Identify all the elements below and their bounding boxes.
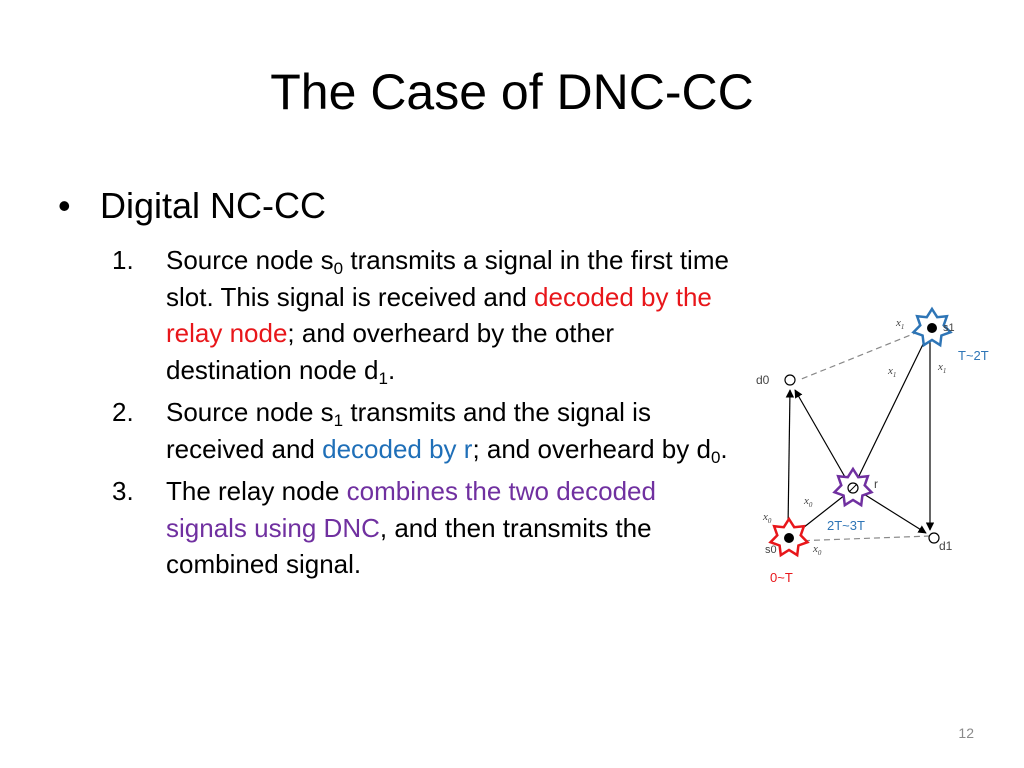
text-run: The relay node [166,476,347,506]
step-text: The relay node combines the two decoded … [166,473,737,583]
dashed-link-s0-d1 [793,535,931,542]
edge-label-x1-mid: x1 [887,365,896,379]
edge-label-x1-top: x1 [895,317,904,331]
label-d0: d0 [756,373,770,387]
label-d1: d1 [939,539,953,553]
step-item: 3. The relay node combines the two decode… [112,473,737,583]
time-label-s0: 0~T [770,570,793,585]
bullet-text: Digital NC-CC [100,185,327,226]
subscript: 0 [710,447,721,467]
bullet-dot: • [58,185,71,226]
text-run: ; and overheard by d [472,433,711,464]
text-run: , and then transmits the combined signal… [166,512,652,580]
text-run: Source node s [166,397,334,427]
text-run: decoded by r [322,433,473,464]
relay-symbol [848,483,858,493]
subscript: 0 [333,259,344,278]
time-label-s1: T~2T [958,348,989,363]
link-s0-d0 [785,389,795,529]
node-d0 [784,374,796,386]
step-number: 3. [112,476,134,506]
link-s1-r [856,333,929,481]
step-text: Source node s0 transmits a signal in the… [166,242,737,388]
text-run: ; and overheard by the other destination… [166,318,615,385]
text-run: transmits a signal in the first time slo… [166,245,729,312]
numbered-steps: 1.Source node s0 transmits a signal in t… [112,242,737,589]
link-r-d1 [858,490,927,534]
text-run: Source node s [166,245,334,275]
step-item: 1.Source node s0 transmits a signal in t… [112,242,737,388]
slide-title: The Case of DNC-CC [270,64,754,120]
step-item: 2. Source node s1 transmits and the signa… [112,394,737,467]
edge-label-x1-right: x1 [937,361,946,375]
edge-label-x0-left: x0 [762,511,772,525]
node-s0 [784,533,794,543]
subscript: 1 [378,368,388,388]
step-number: 1. [112,245,134,275]
label-s0: s0 [765,544,777,556]
node-s1 [927,323,937,333]
subscript: 1 [333,411,344,430]
dnc-cc-diagram: d0 d1 s1 s0 r x1 x1 x1 x0 x0 x0 T~2T 2T~… [756,306,989,585]
text-run: . [387,354,396,385]
dashed-link-s1-d0 [798,327,929,381]
edge-label-x0-mid: x0 [803,495,813,509]
bullet-digital-nc-cc: • Digital NC-CC [58,184,326,228]
text-run: decoded by the relay node [166,281,712,349]
text-run: . [720,433,728,464]
text-run: transmits and the signal is received and [166,397,651,464]
link-r-d0 [794,389,850,485]
step-number: 2. [112,397,134,427]
node-d1 [928,532,940,544]
time-label-relay: 2T~3T [827,518,865,533]
step-text: Source node s1 transmits and the signal … [166,394,737,467]
label-s1: s1 [943,322,955,334]
text-run: combines the two decoded signals using D… [166,476,656,543]
page-number: 12 [958,725,974,741]
label-relay: r [874,477,878,491]
edge-label-x0-bottom: x0 [812,543,822,557]
